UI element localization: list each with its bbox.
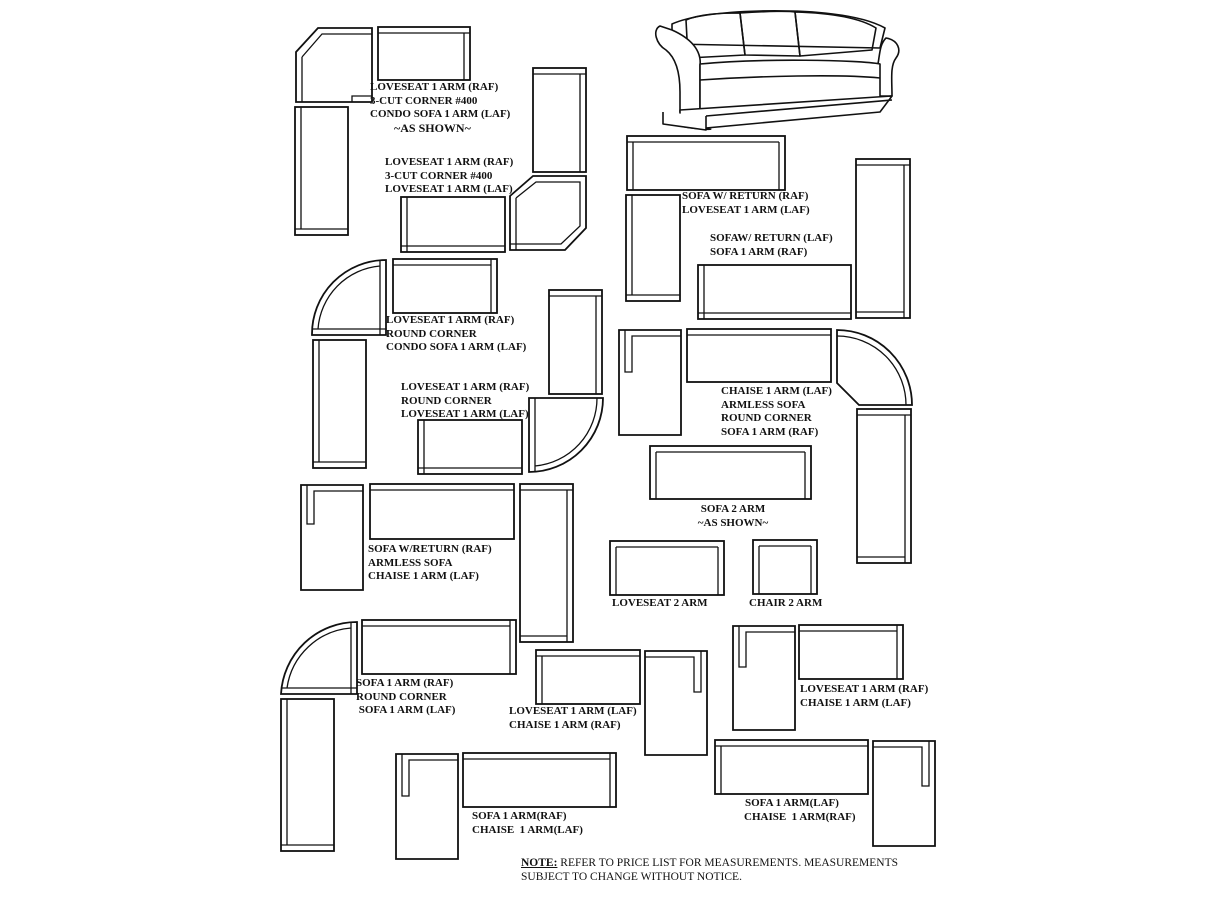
- label-line: SOFA 1 ARM (RAF): [356, 677, 454, 689]
- config-13-loveseat-chaise: [535, 649, 708, 756]
- label-line: LOVESEAT 1 ARM (LAF): [509, 705, 637, 717]
- label-line: ARMLESS SOFA: [368, 556, 453, 569]
- label-line: ~AS SHOWN~: [697, 516, 769, 529]
- config-9-sofa-return-armless-chaise: [300, 483, 574, 643]
- config-10-loveseat-2-arm: [609, 540, 725, 596]
- config-8-sofa-2-arm: [649, 445, 812, 500]
- label-line: CHAISE 1 ARM (LAF): [721, 385, 832, 397]
- config-5-loveseat-round-condo: [311, 258, 498, 469]
- label-line: SOFA 1 ARM (RAF): [710, 245, 808, 258]
- label-line: LOVESEAT 1 ARM (RAF): [401, 381, 530, 393]
- config-12-sofa-round-sofa: [280, 619, 517, 852]
- note-label: NOTE:: [521, 857, 558, 869]
- label-line: LOVESEAT 1 ARM (LAF): [385, 183, 513, 195]
- label-config-10: LOVESEAT 2 ARM: [612, 597, 708, 611]
- config-11-chair-2-arm: [752, 539, 818, 595]
- label-config-3: SOFA W/ RETURN (RAF) LOVESEAT 1 ARM (LAF…: [682, 190, 810, 217]
- sofa-illustration: [654, 10, 900, 131]
- label-line: SOFA 1 ARM (LAF): [356, 704, 456, 716]
- label-line: SOFA W/RETURN (RAF): [368, 543, 492, 555]
- note-line-2: SUBJECT TO CHANGE WITHOUT NOTICE.: [521, 871, 742, 883]
- label-config-9: SOFA W/RETURN (RAF) ARMLESS SOFA CHAISE …: [368, 543, 492, 584]
- label-config-12: SOFA 1 ARM (RAF) ROUND CORNER SOFA 1 ARM…: [356, 677, 455, 718]
- config-16-sofa-chaise: [395, 752, 617, 860]
- label-line: ROUND CORNER: [356, 690, 447, 703]
- label-line: CHAISE 1 ARM (LAF): [800, 696, 911, 709]
- label-config-5: LOVESEAT 1 ARM (RAF) ROUND CORNER CONDO …: [386, 314, 526, 355]
- label-config-13: LOVESEAT 1 ARM (LAF) CHAISE 1 ARM (RAF): [509, 705, 637, 732]
- label-line: CHAIR 2 ARM: [749, 597, 823, 609]
- label-line: CHAISE 1 ARM (LAF): [368, 570, 479, 582]
- config-7-chaise-armless-round-sofa: [618, 328, 913, 564]
- label-line: SOFA 1 ARM(RAF): [472, 810, 567, 822]
- label-line: LOVESEAT 1 ARM (LAF): [682, 203, 810, 216]
- note-line-1: REFER TO PRICE LIST FOR MEASUREMENTS. ME…: [557, 857, 899, 869]
- label-line: LOVESEAT 2 ARM: [612, 597, 708, 609]
- label-line: SOFA 1 ARM (RAF): [721, 425, 819, 438]
- config-6-loveseat-round-loveseat: [417, 289, 604, 475]
- label-line: 3-CUT CORNER #400: [370, 94, 478, 107]
- label-line: ROUND CORNER: [386, 327, 477, 340]
- label-line: ROUND CORNER: [721, 412, 812, 424]
- config-2-loveseat-corner-loveseat: [400, 67, 587, 253]
- label-line: ROUND CORNER: [401, 394, 492, 407]
- label-line: LOVESEAT 1 ARM (RAF): [800, 683, 929, 695]
- label-line: LOVESEAT 1 ARM (RAF): [386, 314, 515, 326]
- config-15-sofa-chaise: [714, 739, 936, 847]
- label-line: CHAISE 1 ARM(RAF): [744, 810, 856, 823]
- label-config-4: SOFAW/ RETURN (LAF) SOFA 1 ARM (RAF): [710, 232, 833, 259]
- label-config-7: CHAISE 1 ARM (LAF) ARMLESS SOFA ROUND CO…: [721, 385, 832, 439]
- label-config-11: CHAIR 2 ARM: [749, 597, 822, 611]
- label-config-6: LOVESEAT 1 ARM (RAF) ROUND CORNER LOVESE…: [401, 381, 529, 422]
- config-1-loveseat-corner-condo-sofa: [294, 26, 471, 236]
- label-config-1: LOVESEAT 1 ARM (RAF) 3-CUT CORNER #400 C…: [370, 81, 510, 135]
- label-line: SOFA 1 ARM(LAF): [745, 797, 839, 809]
- label-config-15: SOFA 1 ARM(LAF) CHAISE 1 ARM(RAF): [744, 797, 856, 824]
- label-line: SOFAW/ RETURN (LAF): [710, 232, 833, 244]
- label-line: LOVESEAT 1 ARM (LAF): [401, 408, 529, 420]
- config-4-sofa-return-sofa: [697, 158, 911, 320]
- config-14-loveseat-chaise: [732, 624, 904, 731]
- label-config-2: LOVESEAT 1 ARM (RAF) 3-CUT CORNER #400 L…: [385, 156, 513, 197]
- label-line: ~AS SHOWN~: [394, 120, 471, 135]
- label-line: CONDO SOFA 1 ARM (LAF): [370, 108, 511, 120]
- label-line: SOFA W/ RETURN (RAF): [682, 190, 809, 202]
- label-line: 3-CUT CORNER #400: [385, 169, 493, 182]
- label-line: CONDO SOFA 1 ARM (LAF): [386, 341, 527, 353]
- label-line: ARMLESS SOFA: [721, 398, 806, 411]
- label-line: SOFA 2 ARM: [700, 503, 766, 515]
- label-line: LOVESEAT 1 ARM (RAF): [385, 156, 514, 168]
- label-line: CHAISE 1 ARM (RAF): [509, 718, 621, 731]
- label-config-16: SOFA 1 ARM(RAF) CHAISE 1 ARM(LAF): [472, 810, 583, 837]
- label-config-14: LOVESEAT 1 ARM (RAF) CHAISE 1 ARM (LAF): [800, 683, 928, 710]
- label-config-8: SOFA 2 ARM ~AS SHOWN~: [690, 503, 776, 530]
- label-line: CHAISE 1 ARM(LAF): [472, 823, 583, 836]
- footnote: NOTE: REFER TO PRICE LIST FOR MEASUREMEN…: [521, 856, 898, 884]
- label-line: LOVESEAT 1 ARM (RAF): [370, 81, 499, 93]
- config-3-sofa-return-loveseat: [625, 135, 786, 302]
